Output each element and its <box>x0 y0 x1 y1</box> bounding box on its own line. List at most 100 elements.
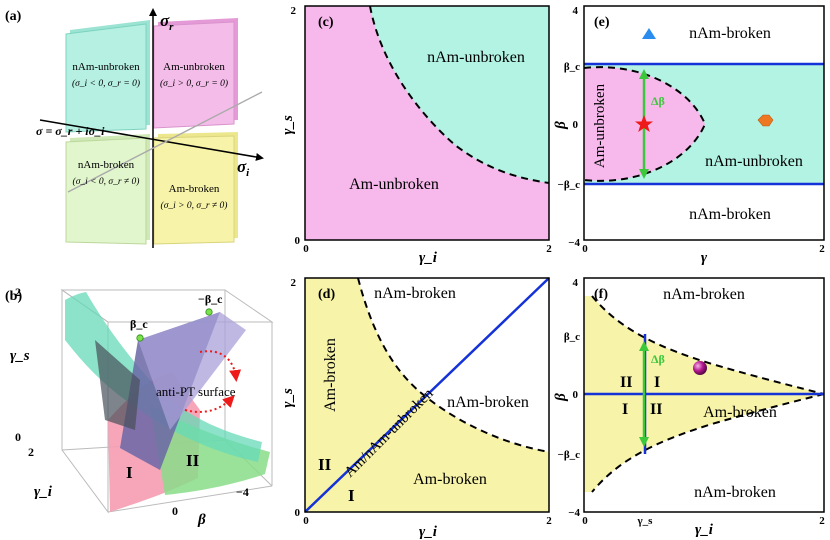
x-axis-label: γ <box>701 250 708 266</box>
y-tick-nbc: −β_c <box>558 179 581 191</box>
y-tick-0: 0 <box>573 389 579 401</box>
region-left-label: Am-unbroken <box>592 83 608 168</box>
tick-gs-0: 0 <box>15 430 21 444</box>
region-top-label: nAm-broken <box>689 25 771 42</box>
x-tick-right: 2 <box>819 515 825 527</box>
surface-purple-light <box>138 312 246 430</box>
quadrant-nam-broken-title: nAm-broken <box>78 159 135 171</box>
hexagon-marker <box>757 114 774 127</box>
region-right-label: nAm-broken <box>447 394 529 411</box>
axis-gs-label: γ_s <box>10 348 30 364</box>
beta-c-point <box>136 334 144 342</box>
y-tick-top: 2 <box>291 277 297 289</box>
delta-beta-label: Δβ <box>651 94 665 108</box>
diagonal-line <box>304 277 550 513</box>
region-ii-upper-left: II <box>620 374 632 391</box>
panel-e-frame <box>583 5 825 241</box>
x-tick-right: 2 <box>546 243 552 255</box>
panel-b: (b) 2 0 2 0 −4 γ_s γ_i β β_c −β_c anti-P… <box>5 285 274 528</box>
y-tick-top: 2 <box>291 5 297 17</box>
quadrant-nam-unbroken-cond: (σ_i < 0, σ_r = 0) <box>72 78 140 89</box>
neg-beta-c-point <box>205 308 213 316</box>
quadrant-am-unbroken <box>153 18 238 129</box>
panel-f-label: (f) <box>594 287 608 302</box>
region-i-lower-left: I <box>622 401 628 418</box>
x-tick-left: 0 <box>582 515 588 527</box>
y-axis-label: γ_s <box>280 388 296 408</box>
third-axis-line <box>67 91 263 193</box>
y-tick-bc: β_c <box>564 331 580 343</box>
panel-c: (c) nAm-unbroken Am-unbroken 2 0 0 2 γ_i… <box>280 5 552 266</box>
tick-gi-2: 2 <box>28 445 34 459</box>
surface-fold <box>95 340 140 430</box>
region-i-label: I <box>126 463 133 482</box>
region-top-label: nAm-unbroken <box>427 49 525 66</box>
delta-beta-label: Δβ <box>651 352 665 366</box>
arrow-surface-2 <box>184 395 235 413</box>
axis-beta-label: β <box>197 512 206 528</box>
boundary-lower <box>591 393 825 493</box>
y-axis-label: β <box>553 121 569 130</box>
complex-equation: σ = σ_r + iσ_i <box>36 124 105 138</box>
star-marker <box>635 115 653 132</box>
arrow-surface-1 <box>199 350 242 382</box>
sigma-i-label: σi <box>237 157 250 179</box>
sigma-r-label: σr <box>160 11 174 33</box>
boundary-upper <box>591 295 825 395</box>
region-ii-label: II <box>186 451 200 470</box>
region-i-upper-right: I <box>654 374 660 391</box>
panel-b-label: (b) <box>5 289 22 304</box>
y-tick-nbc: −β_c <box>558 449 581 461</box>
quadrant-nam-broken-cond: (σ_i < 0, σ_r ≠ 0) <box>73 176 140 187</box>
region-nam-broken-fill <box>358 278 549 452</box>
panel-e: (e) nAm-broken nAm-unbroken nAm-broken A… <box>553 5 825 266</box>
panel-a-label: (a) <box>5 9 22 24</box>
x-axis-label: γ_i <box>419 524 438 540</box>
region-nam-unbroken-fill <box>370 6 549 183</box>
y-tick-n4: −4 <box>568 237 580 249</box>
region-mid-label: Am-broken <box>703 404 777 421</box>
quadrant-nam-unbroken-title: nAm-unbroken <box>72 61 140 73</box>
boundary-curve <box>583 66 707 182</box>
panel-f-frame <box>583 277 825 513</box>
y-tick-bottom: 0 <box>295 507 301 519</box>
region-mid-label: nAm-unbroken <box>705 153 803 170</box>
panel-a: (a) σr σi σ = σ_r + iσ_i nAm-unbroken (σ… <box>5 8 264 248</box>
tick-beta-4: −4 <box>236 485 249 499</box>
panel-f: (f) nAm-broken Am-broken nAm-broken Δβ I… <box>553 277 825 538</box>
y-tick-bc: β_c <box>564 61 580 73</box>
region-bottom-label: Am-unbroken <box>349 176 439 193</box>
x-tick-left: 0 <box>303 515 309 527</box>
boundary-curve <box>357 277 550 453</box>
x-axis-label: γ_i <box>419 250 438 266</box>
region-left-label: Am-broken <box>322 338 339 412</box>
y-tick-bottom: 0 <box>295 235 301 247</box>
neg-beta-c-label: −β_c <box>198 292 223 306</box>
quadrant-am-unbroken-title: Am-unbroken <box>163 61 225 73</box>
quadrant-nam-broken <box>65 134 150 245</box>
y-tick-n4: −4 <box>568 507 580 519</box>
tick-beta-0: 0 <box>172 504 178 518</box>
panel-d: (d) nAm-broken Am-broken nAm-broken Am-b… <box>280 277 552 540</box>
y-tick-4: 4 <box>573 277 579 289</box>
axis-gi-label: γ_i <box>34 484 53 500</box>
region-i-label: I <box>348 486 355 505</box>
quadrant-am-unbroken-cond: (σ_i > 0, σ_r = 0) <box>160 78 228 89</box>
region-ii-lower-right: II <box>650 401 662 418</box>
x-tick-right: 2 <box>546 515 552 527</box>
x-tick-left: 0 <box>582 243 588 255</box>
tick-gs-2: 2 <box>15 285 21 299</box>
y-tick-0: 0 <box>573 119 579 131</box>
y-axis-label: γ_s <box>280 115 296 135</box>
quadrant-am-broken-cond: (σ_i > 0, σ_r ≠ 0) <box>161 200 228 211</box>
quadrant-am-broken-title: Am-broken <box>169 183 220 195</box>
panel-e-label: (e) <box>594 15 610 30</box>
boundary-curve <box>369 5 550 184</box>
y-axis-label: β <box>553 393 569 402</box>
sphere-marker <box>693 361 707 375</box>
region-bottom-label: nAm-broken <box>694 484 776 501</box>
anti-pt-surface-label: anti-PT surface <box>156 384 236 399</box>
panel-c-frame <box>304 5 550 241</box>
y-tick-4: 4 <box>573 5 579 17</box>
